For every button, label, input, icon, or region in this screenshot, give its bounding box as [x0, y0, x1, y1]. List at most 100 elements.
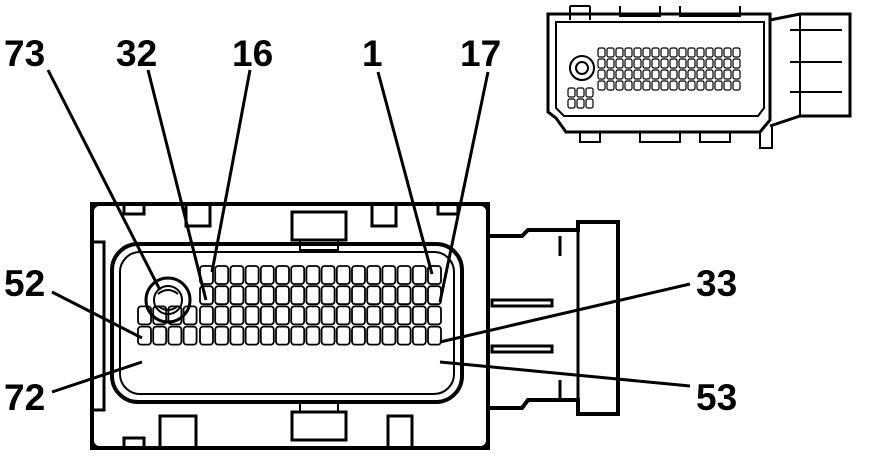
- pin-label-17: 17: [460, 33, 501, 74]
- leader-73: [46, 69, 162, 291]
- inset-pin-cavity: [633, 80, 642, 91]
- connector-inset-view: [546, 5, 852, 149]
- inset-pin-cavity: [642, 58, 651, 69]
- main-pin-cavity: [381, 285, 397, 306]
- inset-pin-cavity: [723, 47, 732, 58]
- main-pin-cavity: [396, 265, 412, 285]
- inset-pin-cavity: [597, 47, 606, 58]
- main-pin-cavity: [167, 325, 183, 346]
- inset-pin-cavity: [723, 80, 732, 91]
- inset-pin-cavity: [669, 58, 678, 69]
- main-pin-cavity: [152, 305, 168, 326]
- inset-pin-cavity: [606, 80, 615, 91]
- main-pin-cavity: [411, 305, 427, 326]
- inset-pin-cavity: [624, 80, 633, 91]
- connector-latch: [488, 220, 620, 416]
- inset-pin-cavity: [633, 47, 642, 58]
- main-pin-cavity: [381, 325, 397, 346]
- main-pin-cavity: [351, 265, 366, 285]
- main-pin-cavity: [351, 305, 366, 326]
- main-pin-cavity: [351, 325, 366, 346]
- inset-pin-cavity: [651, 47, 660, 58]
- leader-16: [210, 69, 252, 273]
- inset-pin-cavity: [660, 58, 669, 69]
- main-pin-cavity: [411, 285, 427, 306]
- inset-pin-cavity: [714, 69, 723, 80]
- main-pin-cavity: [214, 285, 230, 306]
- main-pin-cavity: [214, 265, 230, 285]
- inset-pin-cavity: [660, 69, 669, 80]
- main-pin-cavity: [366, 285, 382, 306]
- main-pin-cavity: [290, 265, 306, 285]
- inset-pin-cavity: [597, 69, 606, 80]
- inset-pin-cavity: [696, 58, 705, 69]
- inset-pin-cavity: [633, 69, 642, 80]
- main-pin-cavity: [335, 265, 351, 285]
- inset-pin-cavity: [723, 58, 732, 69]
- main-pin-cavity: [320, 285, 336, 306]
- inset-pin-cavity: [576, 98, 585, 109]
- leader-lines: [46, 69, 691, 394]
- inset-pin-cavity: [687, 47, 696, 58]
- inset-pin-cavity: [615, 69, 624, 80]
- inset-pin-field: [567, 47, 741, 109]
- inset-pin-cavity: [651, 58, 660, 69]
- inset-pin-cavity: [585, 87, 594, 98]
- leader-17: [438, 71, 490, 303]
- inset-pin-cavity: [678, 47, 687, 58]
- inset-pin-cavity: [624, 47, 633, 58]
- inset-pin-cavity: [651, 80, 660, 91]
- main-pin-cavity: [396, 285, 412, 306]
- inset-pin-cavity: [732, 58, 741, 69]
- main-pin-cavity: [244, 325, 260, 346]
- inset-pin-cavity: [606, 69, 615, 80]
- main-pin-cavity: [275, 325, 290, 346]
- inset-pin-cavity: [732, 69, 741, 80]
- inset-pin-cavity: [615, 80, 624, 91]
- inset-pin-cavity: [567, 87, 576, 98]
- inset-pin-cavity: [576, 87, 585, 98]
- main-pin-cavity: [275, 305, 290, 326]
- connector-face: [90, 202, 490, 450]
- pin-label-73: 73: [4, 33, 45, 74]
- inset-pin-cavity: [705, 58, 714, 69]
- main-pin-cavity: [320, 305, 336, 326]
- main-pin-cavity: [259, 285, 275, 306]
- inset-pin-cavity: [732, 80, 741, 91]
- main-pin-cavity: [305, 265, 321, 285]
- inset-pin-cavity: [714, 58, 723, 69]
- main-pin-cavity: [259, 265, 275, 285]
- inset-pin-cavity: [714, 47, 723, 58]
- main-pin-cavity: [290, 305, 306, 326]
- leader-52: [51, 290, 143, 340]
- inset-pin-cavity: [597, 80, 606, 91]
- main-pin-cavity: [290, 285, 306, 306]
- pin-label-72: 72: [4, 377, 45, 418]
- main-pin-cavity: [335, 285, 351, 306]
- inset-pin-cavity: [669, 80, 678, 91]
- main-pin-cavity: [351, 285, 366, 306]
- main-pin-cavity: [366, 325, 382, 346]
- inset-pin-cavity: [642, 47, 651, 58]
- pin-label-1: 1: [362, 33, 383, 74]
- main-pin-cavity: [396, 325, 412, 346]
- main-pin-cavity: [229, 285, 245, 306]
- main-pin-cavity: [335, 325, 351, 346]
- inset-pin-cavity: [660, 80, 669, 91]
- main-pin-cavity: [244, 265, 260, 285]
- inset-pin-cavity: [696, 80, 705, 91]
- pin-label-53: 53: [696, 377, 737, 418]
- main-pin-cavity: [366, 265, 382, 285]
- main-pin-cavity: [335, 305, 351, 326]
- main-pin-cavity: [427, 265, 442, 285]
- pin-label-16: 16: [232, 33, 273, 74]
- inset-pin-cavity: [615, 58, 624, 69]
- main-pin-cavity: [275, 285, 290, 306]
- inset-pin-cavity: [585, 98, 594, 109]
- main-pin-cavity: [320, 325, 336, 346]
- main-pin-cavity: [244, 285, 260, 306]
- pin-label-52: 52: [4, 263, 45, 304]
- inset-pin-cavity: [567, 98, 576, 109]
- main-pin-cavity: [381, 305, 397, 326]
